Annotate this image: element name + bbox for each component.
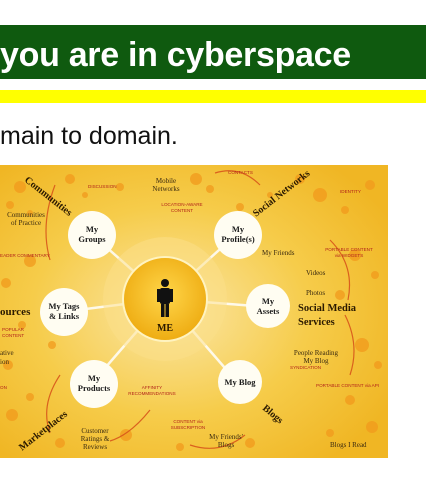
label-ion: ion: [0, 358, 9, 366]
accent-rule: [0, 90, 426, 103]
label-on: ON: [0, 385, 7, 390]
node-blog: My Blog: [218, 360, 262, 404]
label-blogs-i-read: Blogs I Read: [330, 441, 367, 449]
category-sources: ources: [0, 306, 31, 318]
title-bar: [0, 25, 426, 79]
svg-text:My Tags& Links: My Tags& Links: [49, 301, 81, 321]
decorative-arcs: [45, 170, 355, 449]
node-tags-links: My Tags& Links: [40, 288, 88, 336]
person-icon: [157, 279, 173, 317]
label-my-friends: My Friends: [262, 249, 295, 257]
label-ative: ative: [0, 349, 14, 357]
label-syndication: SYNDICATION: [290, 365, 321, 370]
label-portable-api: PORTABLE CONTENT via API: [316, 383, 379, 388]
slide-title: you are in cyberspace: [0, 36, 351, 74]
label-friends-blogs: My Friends'Blogs: [209, 433, 243, 449]
label-reader-commentary: EADER COMMENTARY: [0, 253, 50, 258]
svg-text:My Blog: My Blog: [225, 377, 257, 387]
label-discussion: DISCUSSION: [88, 184, 117, 189]
label-videos: Videos: [306, 269, 326, 277]
label-photos: Photos: [306, 289, 325, 297]
me-label: ME: [157, 323, 173, 334]
decorative-dots: [1, 173, 382, 451]
label-contacts: CONTACTS: [228, 170, 253, 175]
slide-body-text: main to domain.: [0, 122, 178, 150]
label-identity: IDENTITY: [340, 189, 361, 194]
